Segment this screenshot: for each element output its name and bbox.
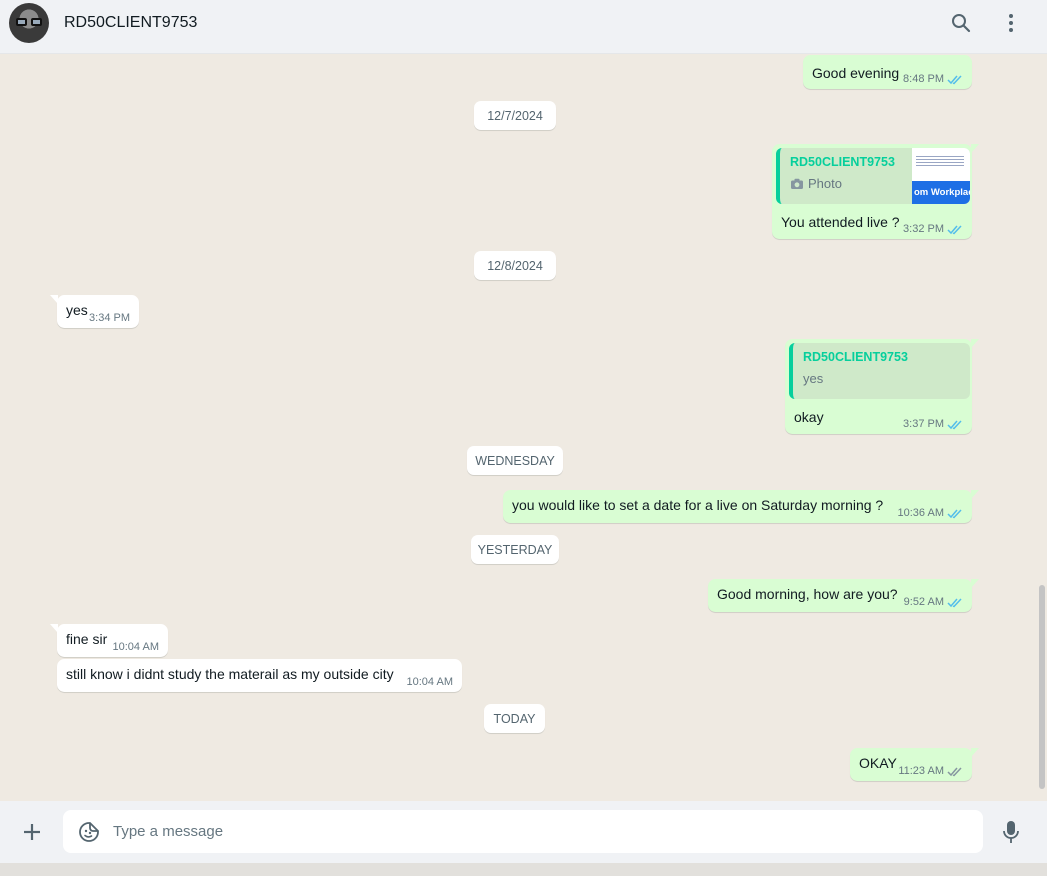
- quoted-photo-thumbnail[interactable]: om Workplac: [912, 148, 970, 204]
- message-input-wrapper: [63, 810, 983, 853]
- microphone-icon[interactable]: [999, 820, 1023, 844]
- chat-scrollbar[interactable]: [1039, 585, 1045, 789]
- thumbnail-caption: om Workplac: [914, 187, 970, 198]
- read-receipt-icon: [947, 419, 962, 429]
- message-meta: 3:34 PM: [89, 312, 130, 324]
- search-icon[interactable]: [949, 11, 973, 35]
- camera-icon: [791, 178, 803, 189]
- date-separator: WEDNESDAY: [467, 446, 563, 475]
- window-bottom-edge: [0, 863, 1047, 876]
- message-text: okay: [794, 409, 824, 425]
- quoted-label: Photo: [808, 176, 842, 191]
- message-text: OKAY: [859, 755, 897, 771]
- quoted-text: yes: [803, 371, 824, 386]
- read-receipt-icon: [947, 224, 962, 234]
- date-separator: 12/7/2024: [474, 101, 556, 130]
- quoted-sender-name: RD50CLIENT9753: [803, 350, 908, 364]
- message-outgoing[interactable]: Good evening 8:48 PM: [803, 55, 972, 89]
- date-separator: 12/8/2024: [474, 251, 556, 280]
- message-outgoing[interactable]: Good morning, how are you? 9:52 AM: [708, 579, 979, 612]
- date-separator: YESTERDAY: [471, 535, 559, 564]
- message-meta: 10:04 AM: [407, 676, 453, 688]
- message-text: still know i didnt study the materail as…: [66, 666, 394, 682]
- message-meta: 8:48 PM: [903, 73, 963, 85]
- quoted-sender-name: RD50CLIENT9753: [790, 155, 895, 169]
- date-separator: TODAY: [484, 704, 545, 733]
- message-input[interactable]: [113, 810, 973, 853]
- message-text: you would like to set a date for a live …: [512, 497, 884, 513]
- thumbnail-text-lines: [916, 154, 964, 168]
- contact-name[interactable]: RD50CLIENT9753: [64, 14, 198, 31]
- message-text: fine sir: [66, 631, 108, 647]
- menu-icon[interactable]: [999, 11, 1023, 35]
- message-text: Good morning, how are you?: [717, 586, 898, 602]
- message-time: 3:37 PM: [903, 418, 944, 430]
- message-meta: 9:52 AM: [904, 596, 963, 608]
- message-time: 10:36 AM: [897, 507, 944, 519]
- message-list[interactable]: Good evening 8:48 PM 12/7/2024 RD50CLIEN…: [0, 55, 1047, 801]
- avatar-glasses-right: [31, 18, 42, 26]
- message-outgoing-reply[interactable]: RD50CLIENT9753 Photo om Workplac You att…: [772, 144, 979, 239]
- chat-header: RD50CLIENT9753: [0, 0, 1047, 54]
- message-text: Good evening: [812, 65, 900, 81]
- message-outgoing-reply[interactable]: RD50CLIENT9753 yes okay 3:37 PM: [785, 339, 979, 434]
- thumbnail-band: [912, 181, 970, 204]
- message-incoming[interactable]: fine sir 10:04 AM: [50, 624, 168, 657]
- message-meta: 3:37 PM: [903, 418, 963, 430]
- message-time: 3:34 PM: [89, 312, 130, 324]
- message-meta: 10:36 AM: [898, 507, 963, 519]
- message-meta: 3:32 PM: [903, 223, 963, 235]
- contact-avatar[interactable]: [9, 3, 49, 43]
- composer-bar: [0, 801, 1047, 863]
- message-time: 10:04 AM: [112, 641, 159, 653]
- avatar-glasses-left: [16, 18, 27, 26]
- message-time: 9:52 AM: [903, 596, 944, 608]
- message-time: 10:04 AM: [406, 676, 453, 688]
- message-meta: 10:04 AM: [113, 641, 159, 653]
- quoted-subtitle: Photo: [790, 176, 842, 191]
- message-time: 8:48 PM: [903, 73, 944, 85]
- quoted-message[interactable]: RD50CLIENT9753 Photo om Workplac: [776, 148, 970, 204]
- message-text: You attended live ?: [781, 214, 900, 230]
- read-receipt-icon: [947, 597, 962, 607]
- message-incoming[interactable]: yes 3:34 PM: [50, 295, 139, 328]
- sticker-emoji-icon[interactable]: [77, 820, 101, 844]
- message-incoming[interactable]: still know i didnt study the materail as…: [57, 659, 462, 692]
- quoted-message[interactable]: RD50CLIENT9753 yes: [789, 343, 970, 399]
- message-time: 3:32 PM: [903, 223, 944, 235]
- read-receipt-icon: [947, 508, 962, 518]
- delivered-receipt-icon: [947, 766, 962, 776]
- message-time: 11:23 AM: [898, 765, 944, 777]
- message-meta: 11:23 AM: [898, 765, 963, 777]
- read-receipt-icon: [947, 74, 962, 84]
- message-text: yes: [66, 302, 88, 318]
- attach-plus-icon[interactable]: [20, 820, 44, 844]
- message-outgoing[interactable]: you would like to set a date for a live …: [503, 490, 979, 523]
- message-outgoing[interactable]: OKAY 11:23 AM: [850, 748, 979, 781]
